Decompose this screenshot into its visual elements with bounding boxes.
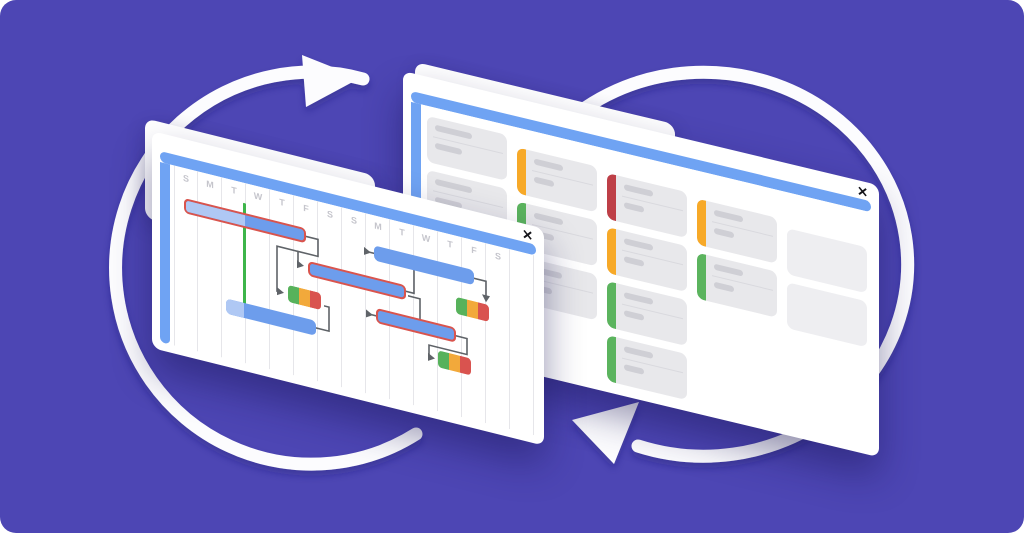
kanban-column-4 — [697, 198, 777, 415]
green-tag — [607, 280, 616, 330]
arrowhead-icon — [277, 287, 284, 296]
orange-tag — [697, 198, 706, 247]
status-segment — [449, 353, 460, 373]
kanban-card[interactable] — [517, 147, 597, 213]
card-text-placeholder — [706, 201, 777, 264]
green-tag — [607, 334, 616, 384]
kanban-card[interactable] — [607, 280, 687, 347]
kanban-card[interactable] — [607, 334, 687, 401]
green-tag — [697, 252, 706, 301]
red-tag — [607, 172, 616, 222]
top-arrowhead-icon — [302, 55, 360, 107]
kanban-card-placeholder — [787, 228, 867, 294]
status-segment — [478, 302, 489, 323]
arrowhead-icon — [366, 309, 373, 318]
left-cycle-arc — [109, 65, 423, 471]
status-segment — [288, 284, 299, 305]
gantt-left-stripe — [160, 161, 170, 345]
orange-tag — [607, 226, 616, 276]
kanban-card[interactable] — [697, 198, 777, 264]
right-cycle-arc — [578, 65, 915, 463]
orange-tag — [517, 147, 526, 196]
arrowhead-icon — [482, 294, 490, 303]
kanban-column-3 — [607, 172, 687, 401]
dependency-line — [316, 305, 330, 333]
card-text-placeholder — [616, 283, 687, 346]
arrowhead-icon — [428, 352, 435, 361]
card-text-placeholder — [616, 337, 687, 400]
card-text-placeholder — [706, 255, 777, 318]
kanban-card[interactable] — [607, 226, 687, 293]
kanban-card[interactable] — [697, 252, 777, 318]
card-text-placeholder — [616, 175, 687, 238]
kanban-column-5 — [787, 228, 867, 436]
bottom-arrowhead-icon — [572, 402, 639, 464]
card-text-placeholder — [616, 229, 687, 292]
status-segment — [299, 287, 310, 308]
status-segment — [460, 355, 471, 376]
arrowhead-icon — [364, 246, 371, 255]
card-text-placeholder — [526, 150, 597, 213]
status-segment — [310, 290, 321, 311]
status-segment — [456, 296, 467, 317]
arrowhead-icon — [297, 260, 304, 269]
kanban-card-placeholder — [787, 282, 867, 348]
kanban-card[interactable] — [607, 172, 687, 239]
status-segment — [438, 350, 449, 371]
card-text-placeholder — [427, 116, 507, 181]
kanban-card[interactable] — [427, 115, 507, 181]
status-segment — [467, 299, 478, 320]
dependency-line — [474, 277, 487, 299]
